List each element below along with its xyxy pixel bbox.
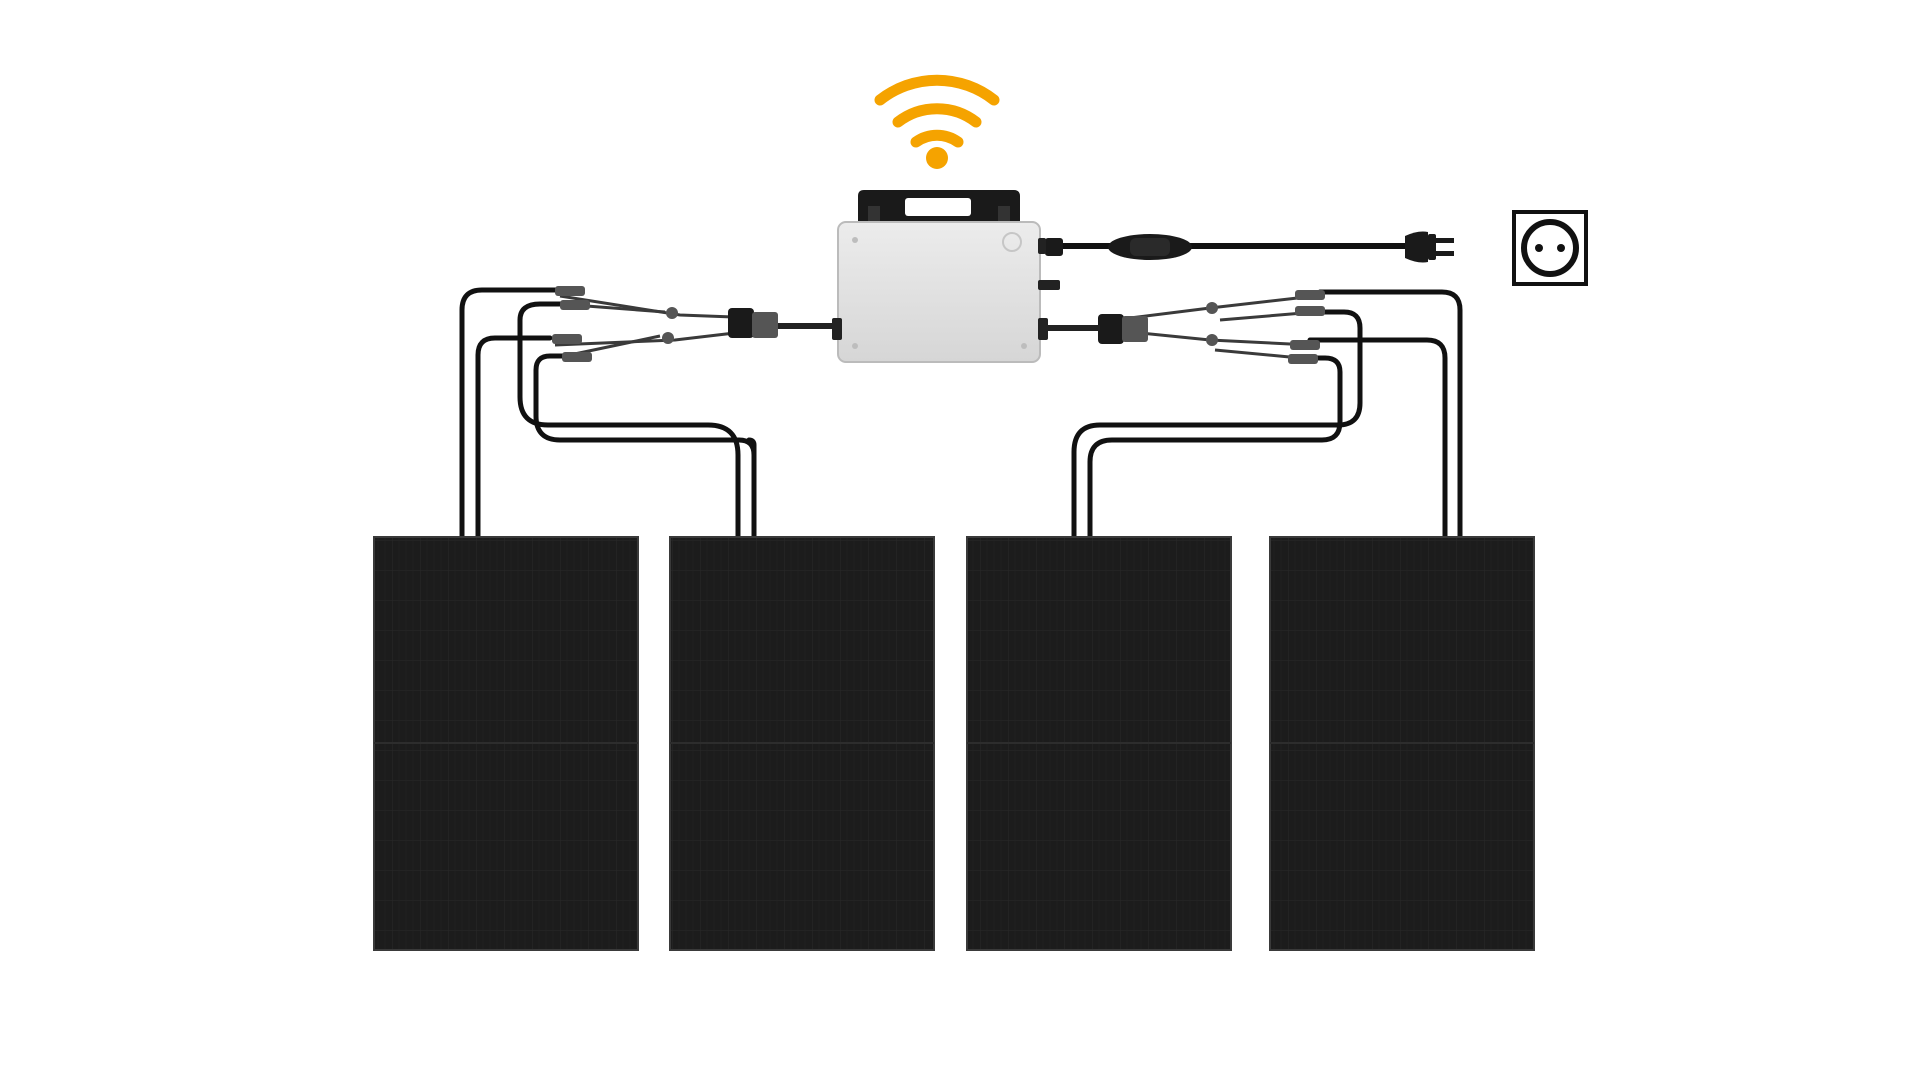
- y-connector-right: [1040, 290, 1325, 364]
- wifi-icon: [874, 74, 1000, 169]
- solar-panel-4: [1269, 536, 1535, 951]
- solar-panel-3: [966, 536, 1232, 951]
- wall-socket-icon: [1512, 210, 1588, 286]
- solar-panel-2: [669, 536, 935, 951]
- cable-panel-2-c: [533, 353, 757, 539]
- cable-panel-3-a: [1071, 309, 1363, 539]
- solar-panels: [373, 536, 1535, 951]
- dc-cables: [459, 287, 1463, 539]
- cable-panel-2-a: [517, 301, 741, 539]
- cable-panel-1-b: [475, 335, 553, 539]
- cable-panel-1-a: [459, 287, 558, 539]
- power-plug-icon: [1405, 231, 1454, 263]
- cable-panel-4-b: [1307, 337, 1448, 539]
- cable-panel-3-b: [1087, 355, 1343, 539]
- cable-panel-4-a: [1317, 289, 1463, 539]
- solar-panel-1: [373, 536, 639, 951]
- ac-cable: [1038, 234, 1410, 260]
- microinverter-icon: [832, 190, 1060, 363]
- y-connector-left: [552, 286, 835, 362]
